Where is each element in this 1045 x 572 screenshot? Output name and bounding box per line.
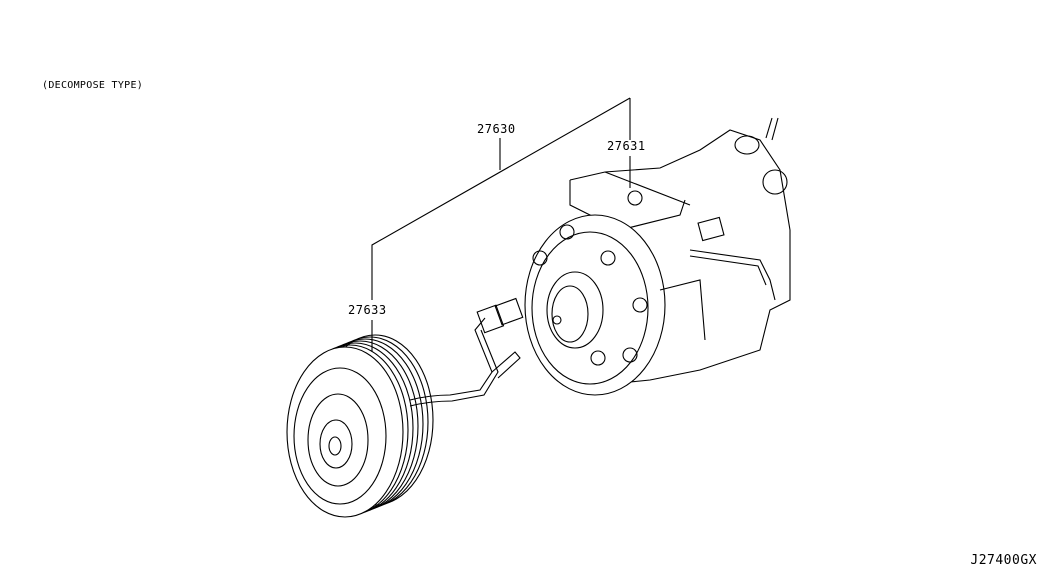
compressor-body-drawing (524, 117, 791, 396)
leader-lines (371, 97, 631, 352)
harness-drawing (409, 297, 524, 407)
pulley-clutch-drawing (286, 334, 434, 518)
callout-27631[interactable]: 27631 (606, 139, 647, 153)
callout-27630[interactable]: 27630 (476, 122, 517, 136)
diagram-code: J27400GX (970, 553, 1037, 568)
callout-27633[interactable]: 27633 (347, 303, 388, 317)
diagram-title: (DECOMPOSE TYPE) (42, 80, 144, 91)
